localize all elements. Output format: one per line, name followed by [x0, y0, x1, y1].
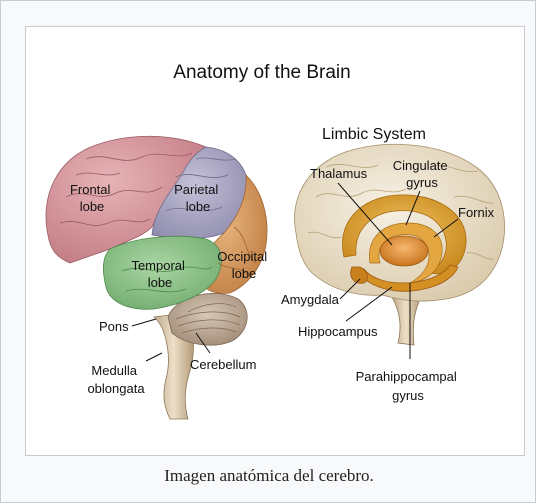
- label-thalamus: Thalamus: [310, 166, 368, 181]
- figure-title: Anatomy of the Brain: [173, 62, 350, 83]
- pons-leader: [132, 319, 156, 326]
- right-brainstem-shape: [392, 297, 420, 345]
- limbic-system-heading: Limbic System: [322, 126, 426, 143]
- label-medulla-oblongata: Medulla oblongata: [87, 363, 145, 396]
- label-cerebellum: Cerebellum: [190, 357, 256, 372]
- thalamus-shape: [380, 236, 428, 266]
- brain-figure: Anatomy of the Brain: [25, 26, 525, 456]
- label-hippocampus: Hippocampus: [298, 324, 378, 339]
- label-amygdala: Amygdala: [281, 292, 340, 307]
- image-caption: Imagen anatómica del cerebro.: [1, 466, 536, 486]
- right-brain: Limbic System: [281, 126, 505, 403]
- label-parahippocampal-gyrus: Parahippocampal gyrus: [356, 369, 461, 403]
- label-pons: Pons: [99, 319, 129, 334]
- left-brain: Frontal lobe Parietal lobe Occipital lob…: [46, 136, 271, 419]
- brain-illustration: Anatomy of the Brain: [26, 27, 524, 455]
- medulla-leader: [146, 353, 162, 361]
- label-fornix: Fornix: [458, 205, 495, 220]
